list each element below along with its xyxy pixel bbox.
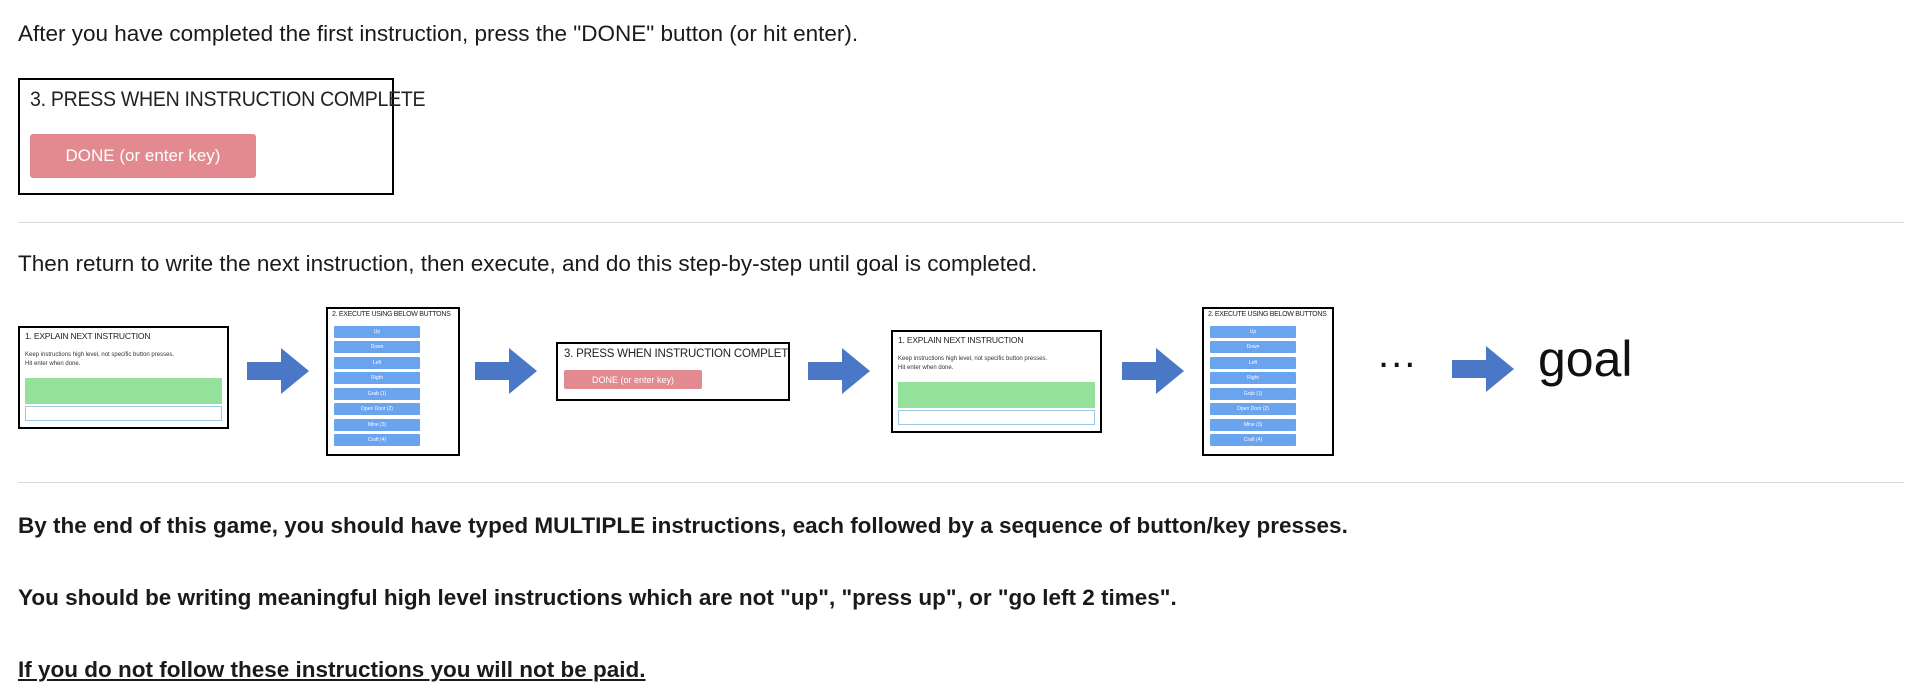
execute-panel-title: 2. EXECUTE USING BELOW BUTTONS — [332, 311, 451, 318]
explain-panel-mini-1: 1. EXPLAIN NEXT INSTRUCTION Keep instruc… — [18, 326, 229, 429]
by-end-text: By the end of this game, you should have… — [18, 513, 1348, 538]
press-panel-mini-title: 3. PRESS WHEN INSTRUCTION COMPLETE — [564, 348, 790, 360]
arrow-right-icon — [1452, 346, 1514, 392]
exec-button-right[interactable]: Right — [334, 372, 420, 384]
exec-button-craft[interactable]: Craft (4) — [1210, 434, 1296, 446]
exec-button-mine[interactable]: Mine (3) — [334, 419, 420, 431]
warning-text: If you do not follow these instructions … — [18, 657, 646, 682]
then-return-text: Then return to write the next instructio… — [18, 251, 1038, 276]
explain-panel-line2: Hit enter when done. — [25, 361, 81, 367]
done-button[interactable]: DONE (or enter key) — [30, 134, 256, 178]
intro-text: After you have completed the first instr… — [18, 21, 859, 46]
press-panel-title: 3. PRESS WHEN INSTRUCTION COMPLETE — [30, 88, 426, 111]
explain-panel-mini-2: 1. EXPLAIN NEXT INSTRUCTION Keep instruc… — [891, 330, 1102, 433]
instruction-input-highlight — [25, 378, 222, 404]
exec-button-down[interactable]: Down — [1210, 341, 1296, 353]
exec-button-grab[interactable]: Grab (1) — [1210, 388, 1296, 400]
exec-button-up[interactable]: Up — [334, 326, 420, 338]
instruction-input[interactable] — [898, 410, 1095, 425]
meaningful-text: You should be writing meaningful high le… — [18, 585, 1177, 610]
divider — [18, 222, 1904, 223]
exec-button-down[interactable]: Down — [334, 341, 420, 353]
explain-panel-line2: Hit enter when done. — [898, 365, 954, 371]
explain-panel-title: 1. EXPLAIN NEXT INSTRUCTION — [898, 335, 1024, 345]
arrow-right-icon — [808, 348, 870, 394]
press-panel-mini: 3. PRESS WHEN INSTRUCTION COMPLETE DONE … — [556, 342, 790, 401]
arrow-right-icon — [1122, 348, 1184, 394]
press-panel-example: 3. PRESS WHEN INSTRUCTION COMPLETE DONE … — [18, 78, 426, 195]
ellipsis: ... — [1378, 332, 1418, 376]
arrow-right-icon — [247, 348, 309, 394]
done-button-mini[interactable]: DONE (or enter key) — [564, 370, 702, 389]
instruction-input-highlight — [898, 382, 1095, 408]
execute-panel-mini-1: 2. EXECUTE USING BELOW BUTTONS Up Down L… — [326, 307, 460, 456]
exec-button-up[interactable]: Up — [1210, 326, 1296, 338]
explain-panel-title: 1. EXPLAIN NEXT INSTRUCTION — [25, 331, 151, 341]
exec-button-craft[interactable]: Craft (4) — [334, 434, 420, 446]
exec-button-left[interactable]: Left — [334, 357, 420, 369]
exec-button-grab[interactable]: Grab (1) — [334, 388, 420, 400]
arrow-right-icon — [475, 348, 537, 394]
exec-button-left[interactable]: Left — [1210, 357, 1296, 369]
exec-button-mine[interactable]: Mine (3) — [1210, 419, 1296, 431]
execute-panel-title: 2. EXECUTE USING BELOW BUTTONS — [1208, 311, 1327, 318]
exec-button-right[interactable]: Right — [1210, 372, 1296, 384]
explain-panel-line1: Keep instructions high level, not specif… — [25, 352, 175, 358]
exec-button-open-door[interactable]: Open Door (2) — [1210, 403, 1296, 415]
exec-button-open-door[interactable]: Open Door (2) — [334, 403, 420, 415]
instruction-input[interactable] — [25, 406, 222, 421]
execute-panel-mini-2: 2. EXECUTE USING BELOW BUTTONS Up Down L… — [1202, 307, 1334, 456]
explain-panel-line1: Keep instructions high level, not specif… — [898, 356, 1048, 362]
goal-label: goal — [1538, 331, 1633, 387]
divider — [18, 482, 1904, 483]
